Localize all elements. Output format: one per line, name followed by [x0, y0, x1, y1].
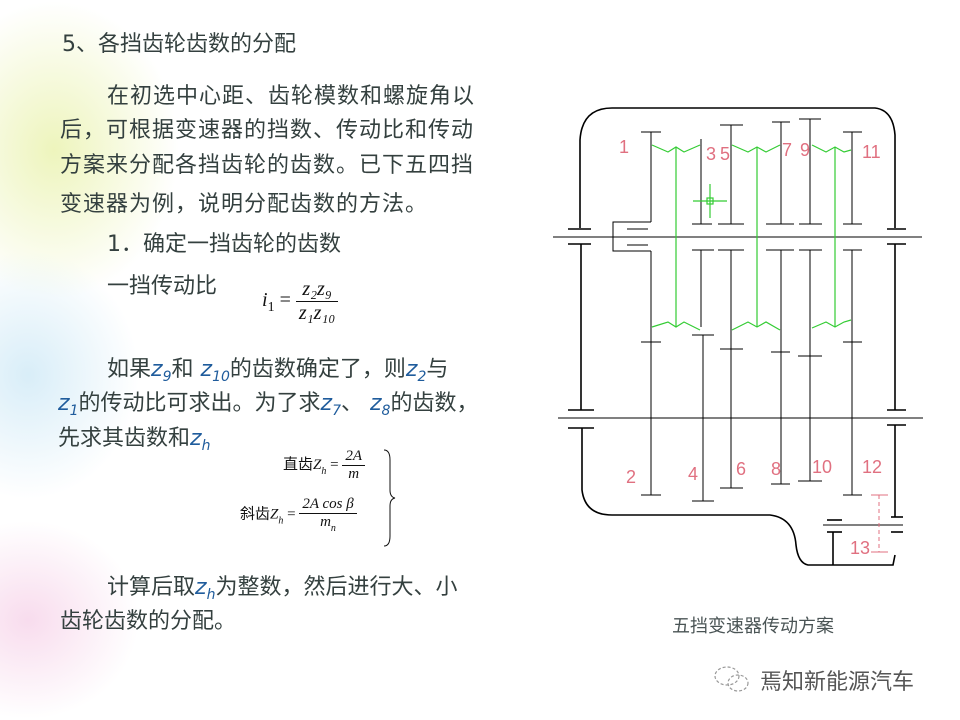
paragraph-line: 先求其齿数和zh	[58, 426, 211, 454]
step-heading: 1．确定一挡齿轮的齿数	[107, 232, 341, 257]
paragraph-line: 在初选中心距、齿轮模数和螺旋角以	[107, 84, 476, 109]
gear-label: 5	[720, 144, 730, 164]
diagram-caption: 五挡变速器传动方案	[672, 616, 834, 637]
wechat-icon	[714, 666, 749, 692]
gear-label: 4	[688, 464, 698, 484]
page-title: 5、各挡齿轮齿数的分配	[62, 32, 296, 57]
background-blob	[0, 520, 140, 720]
gear-label: 12	[862, 457, 882, 477]
brace	[383, 449, 396, 547]
ratio-label: 一挡传动比	[107, 274, 218, 299]
gear-label: 3	[706, 144, 716, 164]
gear-label: 7	[782, 140, 792, 160]
transmission-diagram: 1 3 5 7 9 11 2 4 6 8 10 12 13	[553, 107, 923, 566]
paragraph-line: 计算后取zh为整数，然后进行大、小	[107, 575, 458, 603]
background-blob	[0, 250, 140, 500]
gear-label: 1	[619, 137, 629, 157]
paragraph-line: 如果z9和 z10的齿数确定了，则z2与	[107, 357, 449, 385]
gear-label: 13	[850, 538, 870, 558]
watermark: 焉知新能源汽车	[760, 670, 915, 695]
paragraph-line: 后，可根据变速器的挡数、传动比和传动	[60, 118, 475, 143]
paragraph-line: 变速器为例，说明分配齿数的方法。	[60, 192, 429, 217]
gear-label: 2	[626, 467, 636, 487]
gear-label: 8	[771, 459, 781, 479]
paragraph-line: z1的传动比可求出。为了求z7、 z8的齿数，	[58, 391, 479, 419]
gear-label: 6	[736, 459, 746, 479]
gear-label: 10	[812, 457, 832, 477]
gear-label: 11	[862, 142, 881, 162]
paragraph-line: 齿轮齿数的分配。	[60, 609, 237, 634]
paragraph-line: 方案来分配各挡齿轮的齿数。已下五四挡	[60, 153, 475, 178]
gear-label: 9	[800, 140, 810, 160]
